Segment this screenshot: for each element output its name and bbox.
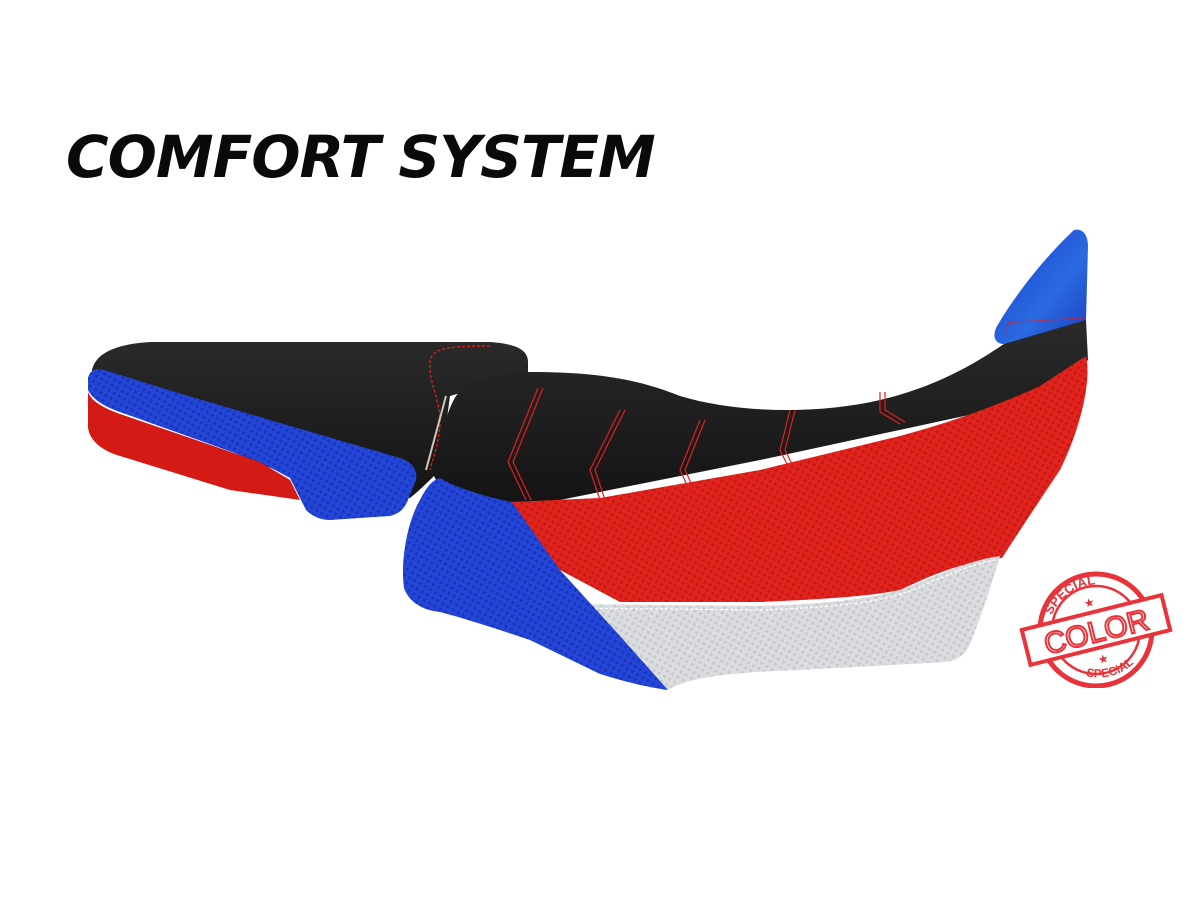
passenger-seat-top (92, 342, 528, 498)
star-icon: ★ (1082, 595, 1096, 611)
passenger-blue-band (88, 369, 417, 520)
passenger-stitch (429, 345, 491, 471)
rider-seat (402, 229, 1088, 690)
rider-blue-panel (402, 478, 668, 690)
stamp-bottom-text: SPECIAL (1082, 653, 1138, 685)
headline-comfort-system: COMFORT SYSTEM (66, 123, 656, 191)
star-icon: ★ (1096, 651, 1110, 667)
silver-stitch (569, 559, 997, 611)
front-tip-blue (994, 229, 1088, 344)
rider-chevron-stitching (507, 387, 906, 501)
front-tip-stitch (1004, 317, 1085, 337)
seam-gap (425, 395, 447, 471)
svg-text:SPECIAL: SPECIAL (1082, 653, 1138, 685)
rider-red-panel (510, 356, 1088, 602)
rider-silver-panel (566, 556, 1000, 690)
passenger-seat (88, 342, 528, 520)
special-color-stamp: COLOR SPECIAL SPECIAL ★ ★ (1019, 571, 1173, 688)
passenger-red-panel (88, 392, 300, 500)
